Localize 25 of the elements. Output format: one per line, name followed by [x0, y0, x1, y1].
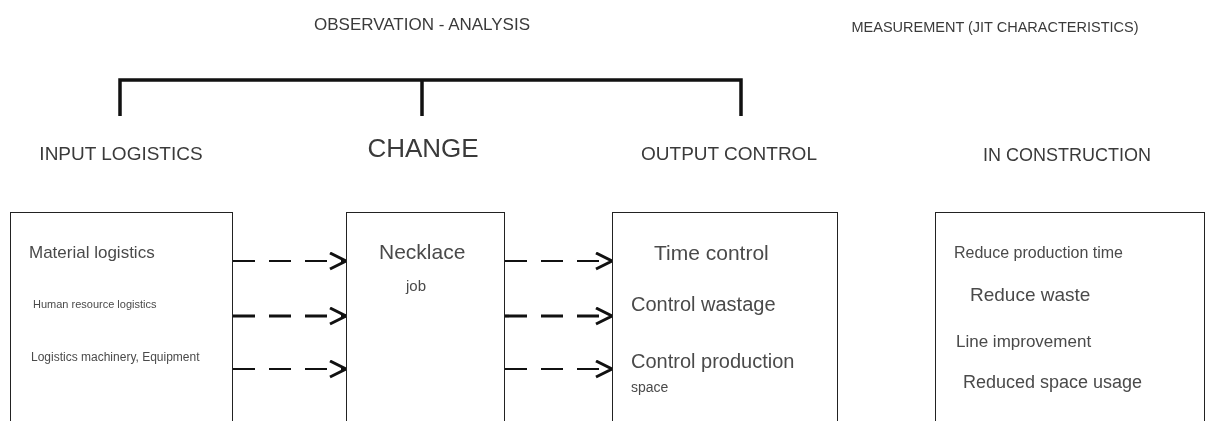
- dashed-arrow: [232, 359, 348, 379]
- box-item-text: Material logistics: [29, 244, 155, 261]
- dashed-arrow: [505, 306, 614, 326]
- box-item-text: Control wastage: [631, 294, 776, 314]
- box-item-text: Reduce production time: [954, 245, 1123, 261]
- box-item-text: Logistics machinery, Equipment: [31, 351, 200, 363]
- dashed-arrow: [504, 359, 614, 379]
- box-item-text: space: [631, 380, 669, 394]
- box-item-text: Time control: [654, 242, 769, 263]
- dashed-arrow: [504, 251, 614, 271]
- column-heading: OUTPUT CONTROL: [641, 144, 817, 163]
- column-heading: INPUT LOGISTICS: [39, 144, 203, 163]
- box-item-text: Necklace: [379, 241, 466, 262]
- dashed-arrow: [233, 306, 348, 326]
- dashed-arrow: [232, 251, 348, 271]
- box-item-text: Control production: [631, 351, 795, 371]
- column-heading: IN CONSTRUCTION: [983, 146, 1151, 164]
- section-heading: OBSERVATION - ANALYSIS: [314, 16, 530, 33]
- box-item-text: Line improvement: [956, 333, 1092, 350]
- box-item-text: job: [406, 278, 427, 293]
- box-item-text: Reduce waste: [970, 285, 1091, 304]
- box-item-text: Human resource logistics: [33, 299, 157, 310]
- section-heading: MEASUREMENT (JIT CHARACTERISTICS): [851, 20, 1139, 35]
- box-item-text: Reduced space usage: [963, 373, 1143, 391]
- column-heading: CHANGE: [367, 135, 479, 161]
